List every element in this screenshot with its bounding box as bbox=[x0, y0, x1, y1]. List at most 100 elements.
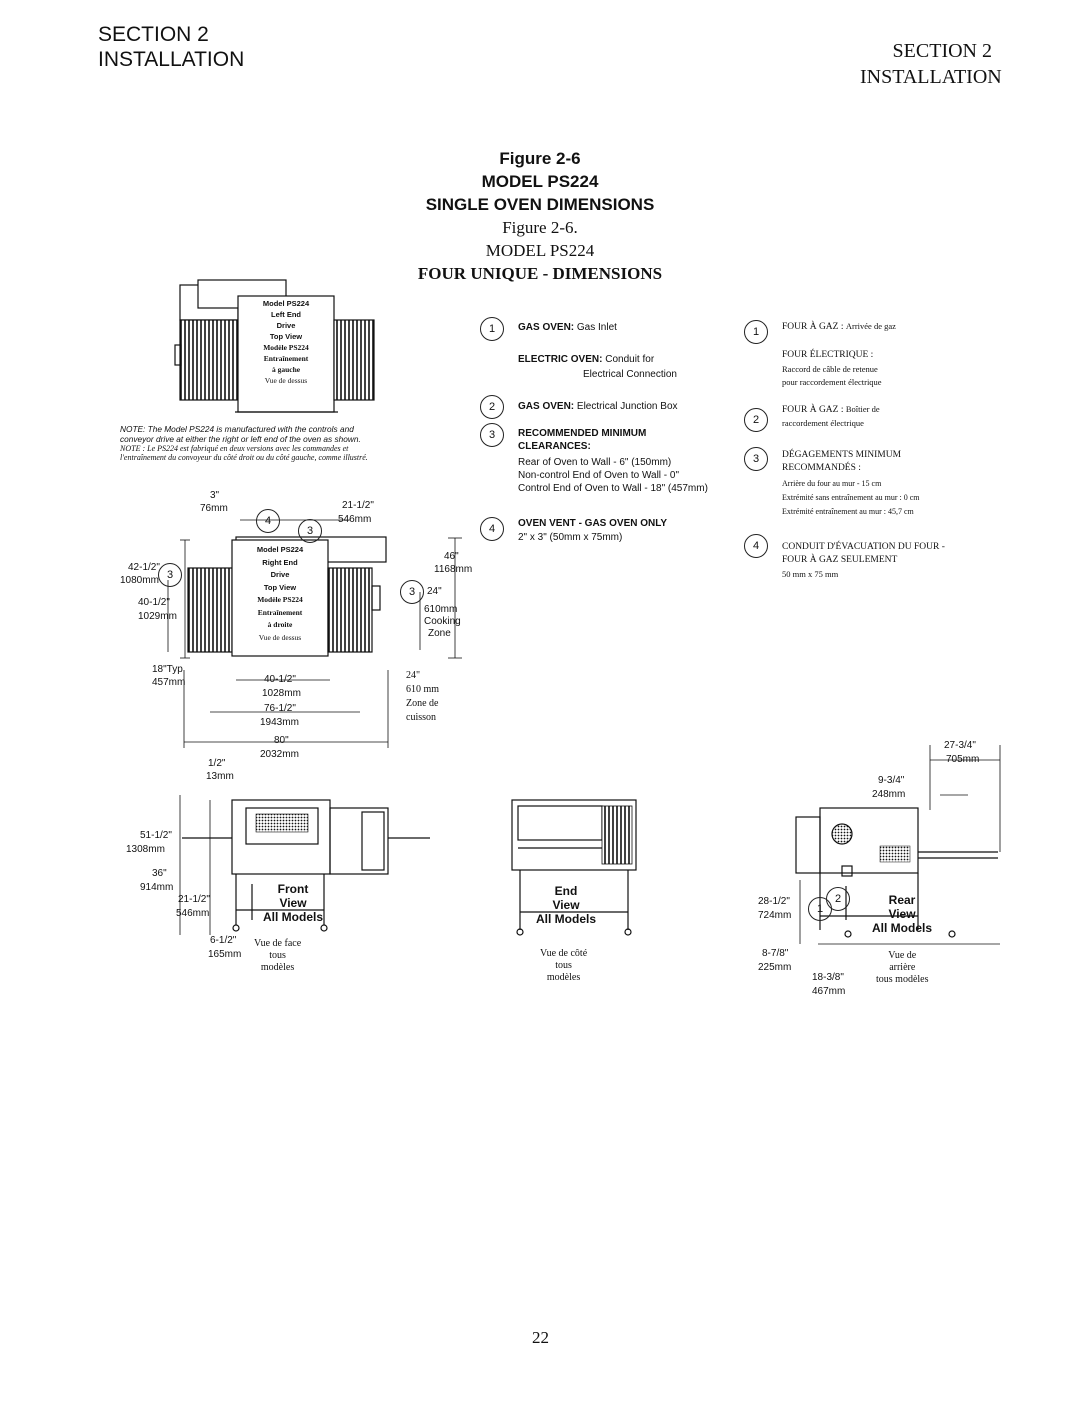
box-line: Drive bbox=[270, 570, 290, 579]
note-fr-2: l'entraînement du convoyeur du côté droi… bbox=[120, 453, 368, 462]
dim-13mm: 13mm bbox=[206, 771, 234, 782]
section-header-right: SECTION 2 INSTALLATION bbox=[860, 38, 1002, 90]
rear-view-label: Rear View All Models bbox=[872, 893, 932, 935]
view-line: Rear bbox=[888, 893, 916, 907]
legend-en-item-1c: Electrical Connection bbox=[583, 369, 677, 380]
dim-225mm: 225mm bbox=[758, 962, 792, 973]
legend-fr-num-3: 3 bbox=[744, 447, 768, 471]
view-line: Vue de face bbox=[254, 938, 302, 949]
dim-1080mm: 1080mm bbox=[120, 575, 159, 586]
legend-desc: Electrical Junction Box bbox=[576, 401, 678, 412]
dim-76mm: 76mm bbox=[200, 503, 228, 514]
model-title-fr: MODEL PS224 bbox=[485, 241, 595, 260]
box-line: Vue de dessus bbox=[264, 376, 308, 385]
legend-term: GAS OVEN: bbox=[518, 401, 575, 412]
legend-fr-item-1: FOUR À GAZ : Arrivée de gaz bbox=[782, 321, 896, 333]
legend-en-item-3b: CLEARANCES: bbox=[518, 441, 591, 452]
box-line: Modèle PS224 bbox=[263, 343, 309, 352]
dim-27-3-4: 27-3/4" bbox=[944, 740, 976, 751]
view-line: tous modèles bbox=[876, 974, 929, 985]
figure-caption: SINGLE OVEN DIMENSIONS bbox=[425, 195, 655, 214]
dim-610mm-b: 610 mm bbox=[406, 684, 440, 695]
legend-fr-item-3e: Extrémité entraînement au mur : 45,7 cm bbox=[782, 507, 914, 516]
end-view bbox=[511, 799, 637, 936]
dim-467mm: 467mm bbox=[812, 986, 846, 997]
view-line: All Models bbox=[263, 910, 324, 924]
callout-4: 4 bbox=[256, 509, 280, 533]
cooking-label: Cooking bbox=[424, 616, 461, 627]
dim-24in: 24" bbox=[427, 586, 442, 597]
dim-8-7-8: 8-7/8" bbox=[762, 948, 789, 959]
view-line: Front bbox=[277, 882, 309, 896]
dim-1168mm: 1168mm bbox=[434, 564, 473, 575]
dim-40-1-2-b: 40-1/2" bbox=[264, 674, 296, 685]
legend-desc: Boîtier de bbox=[845, 404, 880, 414]
section-title-fr: INSTALLATION bbox=[860, 66, 1002, 88]
box-line: Modèle PS224 bbox=[257, 595, 303, 604]
dim-21-1-2-b: 21-1/2" bbox=[178, 894, 210, 905]
legend-fr-num-1: 1 bbox=[744, 320, 768, 344]
note-fr-1: NOTE : Le PS224 est fabriqué en deux ver… bbox=[120, 444, 349, 453]
box-line: Model PS224 bbox=[256, 545, 304, 554]
legend-desc: Arrivée de gaz bbox=[845, 321, 896, 331]
view-line: modèles bbox=[260, 962, 295, 973]
view-line: View bbox=[552, 898, 580, 912]
view-line: Vue de côté bbox=[540, 948, 588, 959]
dim-165mm: 165mm bbox=[208, 949, 242, 960]
box-line: Right End bbox=[262, 557, 298, 567]
top-view-right-label: Model PS224 Right End Drive Top View Mod… bbox=[235, 544, 325, 644]
rear-view bbox=[795, 745, 1001, 945]
box-line: Top View bbox=[263, 582, 297, 592]
front-view-label-fr: Vue de face tous modèles bbox=[254, 938, 301, 974]
top-view-right-drive bbox=[167, 519, 462, 748]
dim-610mm: 610mm bbox=[424, 604, 458, 615]
legend-en-num-2: 2 bbox=[480, 395, 504, 419]
box-line: Drive bbox=[276, 321, 296, 330]
view-line: View bbox=[279, 896, 307, 910]
callout-3: 3 bbox=[298, 519, 322, 543]
legend-en-item-1: GAS OVEN: Gas Inlet bbox=[518, 322, 617, 334]
top-view-left-drive bbox=[174, 279, 375, 413]
dim-705mm: 705mm bbox=[946, 754, 980, 765]
top-view-left-label: Model PS224 Left End Drive Top View Modè… bbox=[241, 298, 331, 386]
figure-title-block: Figure 2-6 MODEL PS224 SINGLE OVEN DIMEN… bbox=[0, 147, 1080, 285]
box-line: Model PS224 bbox=[262, 299, 310, 308]
note-block: NOTE: The Model PS224 is manufactured wi… bbox=[120, 424, 368, 462]
section-label-fr: SECTION 2 bbox=[892, 40, 992, 62]
dim-546mm: 546mm bbox=[338, 514, 372, 525]
legend-term: FOUR À GAZ : bbox=[782, 322, 844, 332]
legend-en-item-1b: ELECTRIC OVEN: Conduit for bbox=[518, 354, 654, 366]
model-title: MODEL PS224 bbox=[481, 172, 599, 191]
figure-caption-fr: FOUR UNIQUE - DIMENSIONS bbox=[417, 264, 663, 283]
front-view bbox=[179, 795, 430, 935]
legend-en-item-3a: RECOMMENDED MINIMUM bbox=[518, 428, 647, 439]
box-line: Left End bbox=[271, 310, 301, 319]
dim-2032mm: 2032mm bbox=[260, 749, 299, 760]
dim-457mm: 457mm bbox=[152, 677, 186, 688]
callout-2-rear: 2 bbox=[826, 887, 850, 911]
view-line: modèles bbox=[546, 972, 581, 983]
dim-3in: 3" bbox=[210, 490, 220, 501]
dim-36in: 36" bbox=[152, 868, 167, 879]
legend-en-num-4: 4 bbox=[480, 517, 504, 541]
dim-1943mm: 1943mm bbox=[260, 717, 299, 728]
legend-term: FOUR À GAZ : bbox=[782, 405, 844, 415]
dim-6-1-2: 6-1/2" bbox=[210, 935, 237, 946]
page-number: 22 bbox=[532, 1328, 549, 1347]
legend-desc: Gas Inlet bbox=[576, 322, 617, 333]
legend-fr-num-2: 2 bbox=[744, 408, 768, 432]
callout-3-right: 3 bbox=[400, 580, 424, 604]
legend-term: ELECTRIC OVEN: bbox=[518, 354, 603, 365]
dim-42-1-2: 42-1/2" bbox=[128, 562, 160, 573]
legend-en-item-3c: Rear of Oven to Wall - 6" (150mm) bbox=[518, 457, 672, 468]
note-en-1: NOTE: The Model PS224 is manufactured wi… bbox=[120, 424, 354, 434]
figure-number: Figure 2-6 bbox=[499, 149, 581, 168]
legend-fr-item-1c: Raccord de câble de retenue bbox=[782, 364, 878, 374]
legend-fr-item-1b: FOUR ÉLECTRIQUE : bbox=[782, 350, 874, 360]
dim-28-1-2: 28-1/2" bbox=[758, 896, 790, 907]
section-title: INSTALLATION bbox=[98, 48, 245, 71]
dim-1028mm: 1028mm bbox=[262, 688, 301, 699]
end-view-label-fr: Vue de côté tous modèles bbox=[540, 948, 587, 984]
dim-1308mm: 1308mm bbox=[126, 844, 165, 855]
